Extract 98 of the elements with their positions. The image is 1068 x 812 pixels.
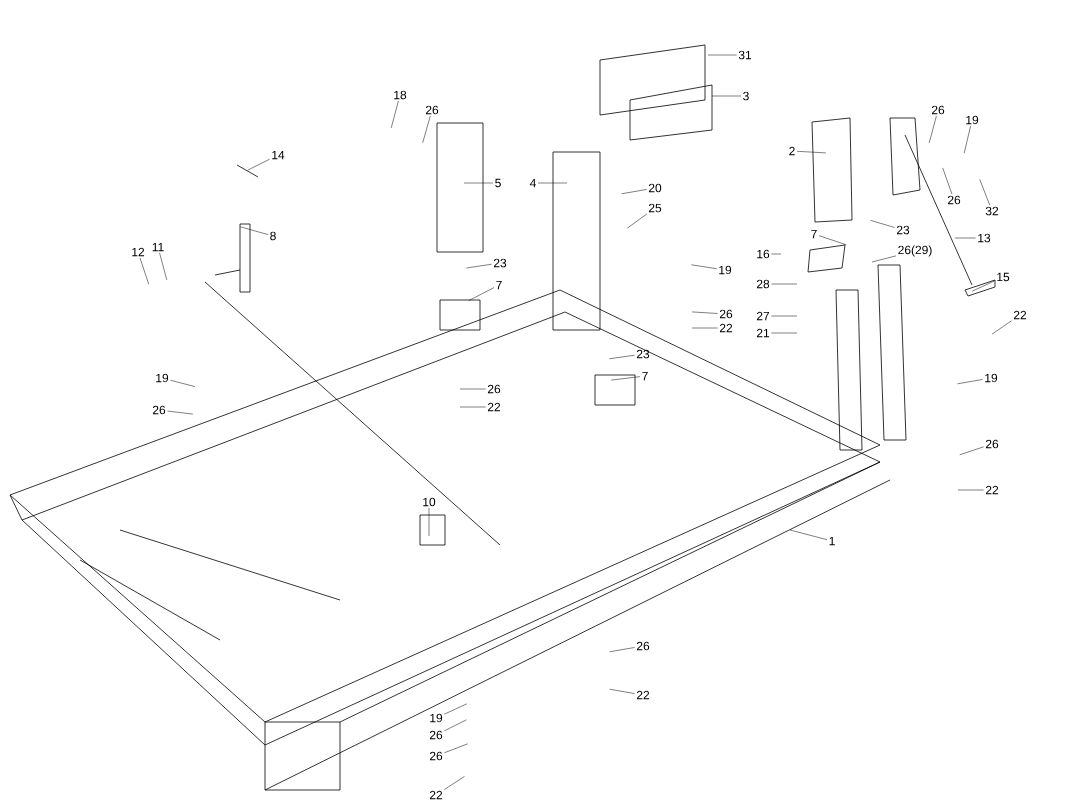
leader-line (390, 100, 399, 129)
leader-line (957, 489, 984, 491)
callout-number: 26 (429, 730, 443, 740)
callout-number: 22 (985, 485, 999, 495)
leader-line (240, 226, 269, 235)
leader-line (444, 703, 468, 715)
leader-line (466, 264, 492, 269)
leader-line (771, 253, 782, 255)
callout-number: 8 (270, 231, 276, 241)
leader-line (771, 315, 798, 317)
leader-line (444, 719, 467, 732)
leader-line (167, 410, 194, 415)
leader-line (789, 529, 828, 540)
leader-line (428, 507, 430, 537)
callout-number: 3 (743, 91, 749, 101)
leader-line (771, 332, 798, 334)
callout-number: 18 (394, 90, 407, 100)
leader-line (691, 311, 718, 314)
callout-number: 26 (985, 439, 999, 449)
callout-number: 22 (487, 402, 501, 412)
callout-number: 7 (811, 229, 817, 239)
callout-number: 26 (152, 405, 166, 415)
callout-number: 19 (985, 373, 998, 383)
leader-line (711, 95, 742, 97)
leader-line (463, 182, 494, 184)
leader-line (609, 354, 635, 360)
callout-number: 22 (429, 790, 443, 800)
callout-number: 27 (756, 311, 770, 321)
callout-number: 5 (495, 178, 501, 188)
leader-line (957, 379, 983, 385)
callout-number: 1 (829, 536, 835, 546)
callout-number: 23 (896, 225, 910, 235)
callout-number: 32 (985, 206, 999, 216)
leader-line (444, 743, 468, 754)
callout-number: 19 (719, 265, 732, 275)
leader-line (468, 287, 495, 301)
callout-number: 23 (636, 349, 650, 359)
callout-number: 7 (496, 280, 502, 290)
leader-line (707, 54, 737, 56)
callout-number: 23 (493, 258, 507, 268)
callout-number: 26(29) (898, 245, 932, 257)
leader-line (139, 257, 150, 285)
callout-number: 13 (978, 233, 991, 243)
callout-number: 16 (757, 249, 770, 259)
leader-line (170, 379, 196, 387)
leader-line (691, 327, 718, 329)
callout-number: 15 (997, 272, 1010, 282)
leader-line (771, 283, 798, 285)
leader-line (991, 320, 1012, 335)
callout-number: 22 (636, 690, 650, 700)
leader-line (609, 647, 635, 653)
leader-line (928, 115, 937, 144)
leader-line (537, 182, 568, 184)
leader-line (971, 280, 995, 292)
callout-number: 14 (272, 150, 285, 160)
callout-number: 31 (738, 50, 752, 60)
leader-line (942, 167, 953, 195)
leader-line (959, 446, 984, 456)
callout-number: 22 (1013, 310, 1027, 320)
leader-line (621, 189, 647, 195)
leader-line (247, 158, 270, 171)
leader-line (159, 252, 168, 281)
callout-number: 28 (756, 279, 770, 289)
leader-line (444, 776, 465, 790)
leader-line (609, 688, 635, 694)
callout-number: 21 (756, 328, 770, 338)
leader-line (963, 125, 971, 154)
callout-number: 25 (648, 203, 662, 213)
callout-number: 20 (648, 183, 662, 193)
leader-line (691, 264, 717, 269)
leader-line (627, 213, 648, 229)
callout-number: 12 (132, 247, 145, 257)
callout-number: 7 (642, 371, 648, 381)
callout-number: 26 (487, 384, 501, 394)
leader-line (954, 237, 976, 239)
callout-number: 19 (156, 373, 169, 383)
leader-line (422, 115, 431, 143)
leader-line (459, 406, 486, 408)
callout-number: 22 (719, 323, 733, 333)
callout-number: 26 (429, 751, 443, 761)
callout-number: 19 (966, 115, 979, 125)
callout-number: 26 (636, 641, 650, 651)
leader-line (459, 388, 486, 390)
callout-number: 26 (947, 195, 961, 205)
leader-line (818, 235, 847, 246)
leader-line (979, 179, 990, 206)
leader-line (796, 151, 827, 154)
callout-number: 19 (430, 713, 443, 723)
callout-number: 4 (529, 178, 536, 188)
callout-number: 26 (425, 105, 439, 115)
callout-number: 2 (789, 146, 795, 156)
callout-number: 11 (152, 242, 164, 252)
callout-number: 26 (931, 105, 945, 115)
leader-line (871, 255, 897, 263)
callout-number: 10 (423, 497, 436, 507)
leader-line (870, 220, 895, 228)
callout-number: 26 (719, 309, 733, 319)
leader-line (610, 376, 641, 381)
